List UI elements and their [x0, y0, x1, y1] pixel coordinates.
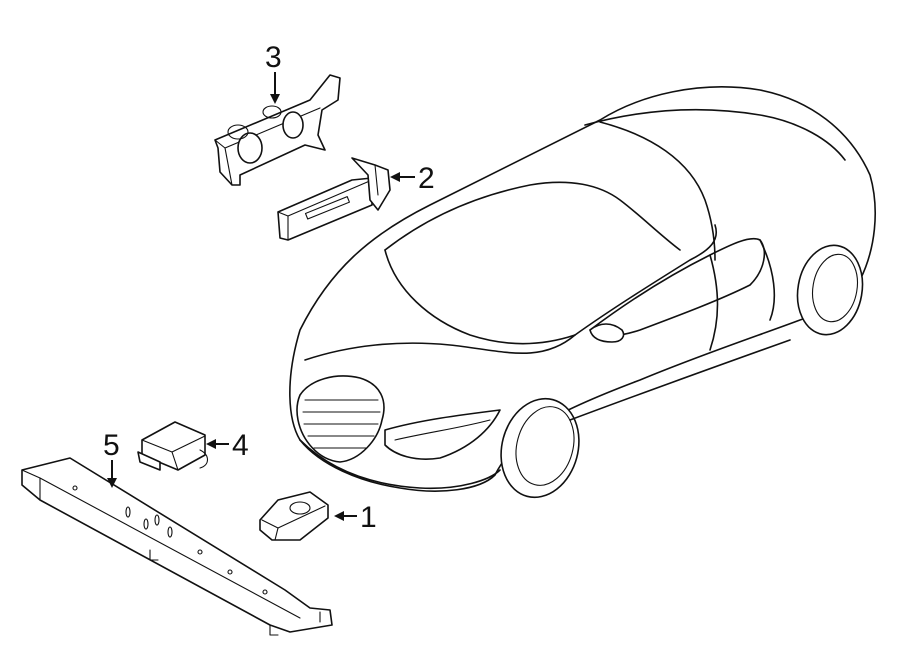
callout-4: 4 — [232, 429, 249, 462]
part-2-sensor — [277, 157, 391, 241]
callout-2: 2 — [418, 162, 435, 195]
callout-1: 1 — [360, 501, 377, 534]
part-1-sensor — [259, 491, 329, 541]
part-4-module — [137, 421, 209, 471]
part-3-bracket — [214, 74, 341, 186]
callout-5: 5 — [103, 429, 120, 462]
callout-3: 3 — [265, 41, 282, 74]
car-illustration — [289, 86, 876, 499]
part-5-bracket — [21, 457, 333, 636]
